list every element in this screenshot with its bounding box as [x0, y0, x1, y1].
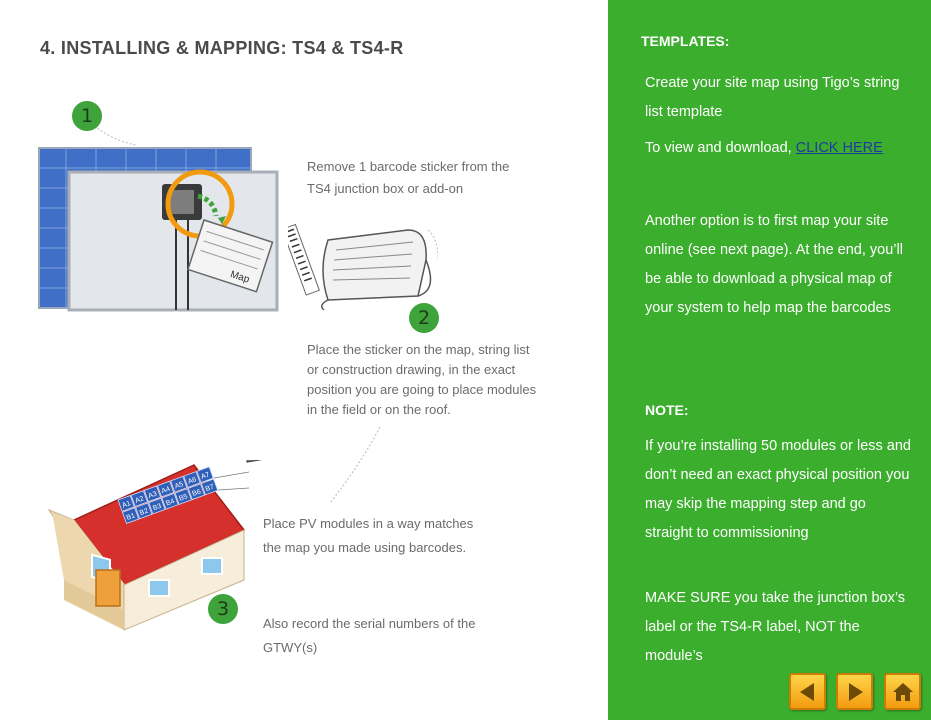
step-2-badge: 2	[409, 303, 439, 333]
content-area: 4. INSTALLING & MAPPING: TS4 & TS4-R Map	[38, 38, 537, 655]
connector-line	[329, 426, 381, 504]
roof-label-a2: A2	[134, 495, 145, 505]
roof-label-b5: B5	[178, 493, 189, 503]
templates-line-2: To view and download, CLICK HERE	[645, 134, 913, 163]
barcode-map-illustration	[288, 223, 438, 310]
step-1-text: Remove 1 barcode sticker from the TS4 ju…	[307, 159, 510, 196]
note-line-2: MAKE SURE you take the junction box’s la…	[645, 590, 906, 664]
solar-panel-illustration: Map	[38, 109, 279, 312]
house-illustration: A1 A2 A3 A4 A5 A6 A7 B1 B2 B3 B4 B5 B6 B…	[47, 460, 286, 631]
step-3-text-a: Place PV modules in a way matches the ma…	[263, 516, 474, 555]
roof-label-a7: A7	[200, 471, 211, 481]
roof-label-b6: B6	[191, 488, 202, 498]
roof-label-a5: A5	[174, 481, 185, 491]
roof-label-b2: B2	[139, 508, 150, 518]
note-line-1: If you’re installing 50 modules or less …	[645, 438, 911, 541]
roof-label-a3: A3	[148, 491, 159, 501]
step-2-text: Place the sticker on the map, string lis…	[307, 342, 537, 417]
roof-label-b4: B4	[165, 498, 176, 508]
roof-label-b3: B3	[152, 503, 163, 513]
step-3-badge: 3	[208, 594, 238, 624]
templates-line-2-prefix: To view and download,	[645, 140, 796, 156]
arrow-right-icon	[848, 682, 863, 701]
roof-label-b1: B1	[126, 512, 137, 522]
roof-label-a6: A6	[187, 476, 198, 486]
info-sidebar: TEMPLATES: Create your site map using Ti…	[608, 0, 931, 720]
home-icon	[892, 682, 913, 701]
roof-label-a4: A4	[161, 486, 172, 496]
previous-page-button[interactable]	[789, 673, 826, 710]
click-here-link[interactable]: CLICK HERE	[795, 140, 883, 156]
home-button[interactable]	[884, 673, 921, 710]
templates-line-1: Create your site map using Tigo’s string…	[645, 75, 900, 120]
step-3-text-b: Also record the serial numbers of the GT…	[263, 616, 476, 655]
templates-heading: TEMPLATES:	[641, 33, 730, 49]
arrow-left-icon	[799, 682, 814, 701]
page-title: 4. INSTALLING & MAPPING: TS4 & TS4-R	[40, 38, 404, 58]
templates-line-3: Another option is to first map your site…	[645, 213, 903, 316]
roof-label-a1: A1	[121, 500, 132, 510]
step-1-badge: 1	[72, 101, 102, 131]
next-page-button[interactable]	[836, 673, 873, 710]
note-heading: NOTE:	[645, 402, 689, 418]
roof-label-b7: B7	[205, 484, 216, 494]
